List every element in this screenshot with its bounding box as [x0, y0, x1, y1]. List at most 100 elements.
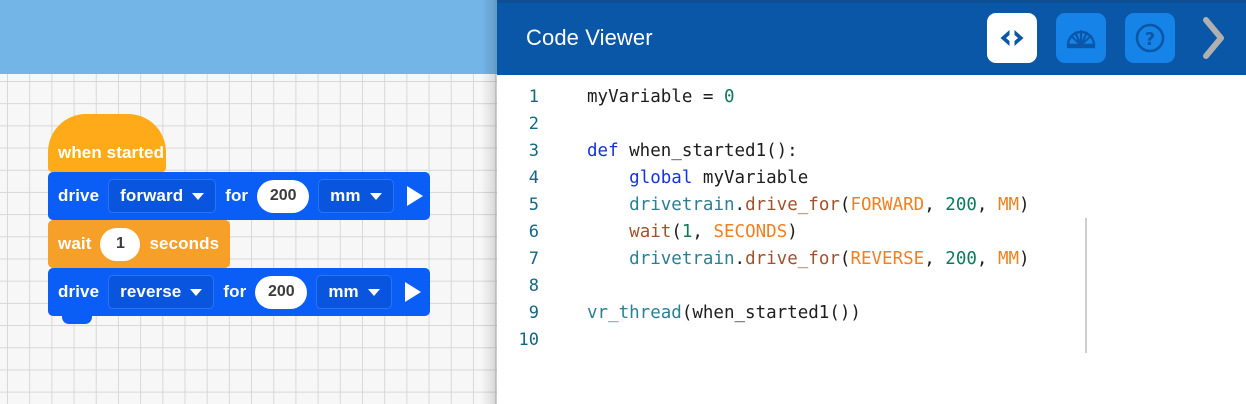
collapse-panel-button[interactable] [1192, 10, 1234, 66]
wait-block[interactable]: wait 1 seconds [48, 220, 230, 276]
direction-dropdown-value: reverse [120, 282, 182, 301]
code-token: ( [839, 248, 851, 269]
line-number: 6 [528, 221, 539, 242]
direction-dropdown-forward[interactable]: forward [108, 179, 217, 213]
for-label: for [225, 186, 249, 205]
line-number: 4 [528, 167, 539, 188]
code-viewer-header: Code Viewer [497, 0, 1246, 75]
code-token: 200 [945, 248, 977, 269]
play-icon[interactable] [406, 186, 423, 206]
code-token: ) [1019, 248, 1030, 269]
direction-dropdown-reverse[interactable]: reverse [108, 275, 215, 309]
indent-guide [1085, 218, 1087, 353]
code-token: vr_thread [587, 302, 682, 323]
code-token: drive_for [745, 194, 840, 215]
chevron-down-icon [190, 288, 203, 296]
code-token: , [692, 221, 714, 242]
code-token: 1 [681, 221, 693, 242]
code-line: 7 drivetrain.drive_for(REVERSE, 200, MM) [497, 245, 1246, 272]
block-stack[interactable]: when started drive forward for 200 mm wa… [48, 114, 430, 324]
when-started-block[interactable]: when started [48, 114, 166, 180]
code-line-text: wait(1, SECONDS) [547, 222, 798, 242]
line-number: 2 [528, 113, 539, 134]
when-started-label: when started [58, 143, 165, 162]
chevron-down-icon [369, 192, 382, 200]
for-label: for [223, 282, 247, 301]
line-number: 3 [528, 140, 539, 161]
code-viewer-panel: Code Viewer [497, 0, 1246, 404]
unit-dropdown-value: mm [328, 282, 359, 301]
dashboard-button[interactable] [1056, 12, 1106, 63]
code-view-button[interactable] [987, 12, 1037, 63]
code-line-text: drivetrain.drive_for(FORWARD, 200, MM) [547, 194, 1030, 215]
drive-label: drive [58, 186, 100, 205]
code-token: MM [997, 248, 1020, 269]
drive-reverse-block[interactable]: drive reverse for 200 mm [48, 268, 430, 324]
block-notch [62, 315, 92, 324]
code-token: ( [839, 194, 851, 215]
wait-label: wait [58, 234, 92, 253]
code-line: 4 global myVariable [497, 164, 1246, 191]
line-number: 8 [528, 275, 539, 296]
code-token: ) [787, 221, 798, 242]
unit-dropdown-reverse[interactable]: mm [316, 275, 392, 309]
code-line: 6 wait(1, SECONDS) [497, 218, 1246, 245]
code-token: , [924, 194, 946, 215]
question-mark-icon: ? [1135, 23, 1165, 52]
code-line-text: drivetrain.drive_for(REVERSE, 200, MM) [547, 248, 1030, 269]
gauge-dashboard-icon [1066, 29, 1096, 48]
unit-dropdown-forward[interactable]: mm [318, 179, 394, 213]
code-token [587, 249, 629, 269]
code-token: when_started1(): [618, 140, 798, 161]
code-token: , [976, 248, 998, 269]
code-token: ) [1019, 194, 1030, 215]
code-token: myVariable = [587, 86, 724, 107]
code-token: def [587, 140, 619, 161]
distance-input-forward[interactable]: 200 [257, 179, 310, 213]
block-workspace[interactable]: when started drive forward for 200 mm wa… [0, 0, 497, 404]
code-token: drivetrain [629, 248, 735, 269]
svg-text:?: ? [1145, 29, 1155, 50]
code-token: MM [997, 194, 1020, 215]
drive-label: drive [58, 282, 100, 301]
code-token: FORWARD [850, 194, 925, 215]
code-line: 5 drivetrain.drive_for(FORWARD, 200, MM) [497, 191, 1246, 218]
line-number: 9 [528, 302, 539, 323]
code-token: global [629, 167, 693, 188]
line-number: 10 [518, 329, 539, 350]
play-icon[interactable] [404, 282, 421, 302]
chevron-right-icon [1203, 16, 1224, 59]
chevron-down-icon [192, 192, 205, 200]
distance-input-reverse[interactable]: 200 [255, 275, 308, 309]
code-token: drivetrain [629, 194, 735, 215]
panel-title: Code Viewer [526, 24, 653, 50]
line-number: 5 [528, 194, 539, 215]
code-token [587, 222, 629, 242]
code-line-text: global myVariable [547, 168, 808, 188]
code-token: myVariable [692, 167, 809, 188]
workspace-banner [0, 0, 497, 74]
line-number: 7 [528, 248, 539, 269]
code-line: 10 [497, 326, 1246, 353]
help-button[interactable]: ? [1125, 12, 1175, 63]
code-token: . [734, 194, 746, 215]
code-token: (when_started1()) [681, 302, 861, 323]
unit-dropdown-value: mm [330, 186, 361, 205]
direction-dropdown-value: forward [120, 186, 184, 205]
header-actions: ? [987, 10, 1246, 66]
code-line-text: vr_thread(when_started1()) [547, 303, 861, 323]
code-line: 2 [497, 110, 1246, 137]
code-token: wait [629, 221, 672, 242]
code-token: . [734, 248, 746, 269]
drive-forward-block[interactable]: drive forward for 200 mm [48, 172, 430, 228]
code-token: ( [671, 221, 682, 242]
code-line-text: def when_started1(): [547, 141, 798, 161]
seconds-label: seconds [149, 234, 220, 253]
code-token: SECONDS [713, 221, 788, 242]
chevron-down-icon [367, 288, 380, 296]
wait-duration-input[interactable]: 1 [100, 227, 141, 261]
code-token: 0 [723, 86, 735, 107]
code-line: 8 [497, 272, 1246, 299]
